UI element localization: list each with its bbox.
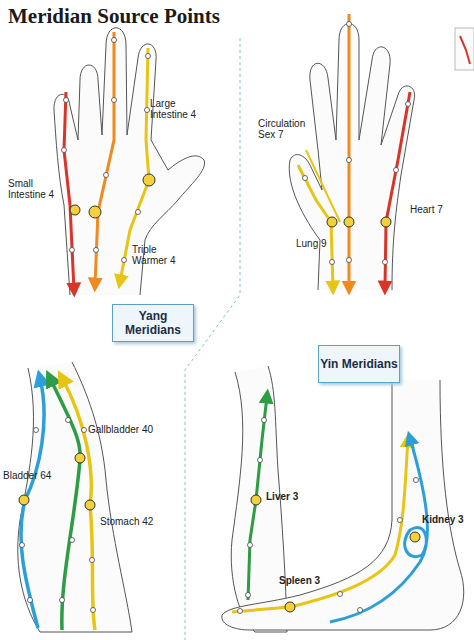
meridian-line bbox=[248, 396, 267, 600]
meridian-line bbox=[64, 92, 74, 290]
meridian-line bbox=[460, 36, 470, 64]
point-label: Circulation Sex 7 bbox=[258, 118, 322, 140]
source-point bbox=[70, 174, 155, 218]
point-label: Bladder 64 bbox=[3, 470, 73, 481]
point-label: Spleen 3 bbox=[279, 575, 339, 586]
meridian-line bbox=[348, 14, 351, 288]
diagram-title: Meridian Source Points bbox=[8, 4, 220, 29]
point-label: Lung 9 bbox=[296, 238, 346, 249]
meridian-line bbox=[298, 165, 333, 288]
point-label: Large Intestine 4 bbox=[150, 98, 208, 120]
meridian-line bbox=[232, 440, 408, 612]
meridian-line bbox=[330, 438, 427, 622]
meridian-line bbox=[62, 378, 95, 630]
point-label: Gallbladder 40 bbox=[88, 424, 168, 435]
title-box: Yang Meridians bbox=[112, 304, 194, 342]
hand-outline bbox=[54, 28, 205, 295]
box-heading: Yang Meridians bbox=[113, 309, 193, 337]
hand-outline bbox=[289, 24, 414, 291]
hand-dorsal bbox=[54, 28, 205, 295]
meridian-line bbox=[95, 32, 114, 285]
acupoint-dots bbox=[62, 38, 151, 263]
hand-palm bbox=[289, 14, 474, 290]
acupoint-dots bbox=[303, 22, 411, 265]
meridian-line bbox=[306, 150, 340, 222]
source-point bbox=[327, 217, 391, 227]
point-label: Triple Warmer 4 bbox=[132, 244, 190, 266]
point-label: Stomach 42 bbox=[100, 516, 170, 527]
acupoint-dots bbox=[246, 418, 267, 598]
meridian-line bbox=[50, 378, 80, 630]
point-label: Small Intestine 4 bbox=[8, 178, 66, 200]
acupoint-dots bbox=[20, 418, 96, 613]
point-label: Kidney 3 bbox=[422, 514, 474, 525]
title-box: Yin Meridians bbox=[318, 345, 400, 383]
source-point bbox=[285, 532, 420, 612]
source-point bbox=[251, 495, 261, 505]
acupoint-dots bbox=[238, 478, 419, 614]
inset-frame bbox=[455, 28, 474, 70]
foot-outline bbox=[18, 362, 132, 632]
point-label: Liver 3 bbox=[266, 491, 326, 502]
foot-side bbox=[222, 380, 464, 630]
box-heading: Yin Meridians bbox=[320, 357, 398, 371]
source-point bbox=[19, 453, 95, 510]
foot-dorsal bbox=[18, 362, 132, 632]
foot-outline bbox=[222, 380, 464, 630]
point-label: Heart 7 bbox=[410, 204, 460, 215]
meridian-line bbox=[385, 92, 410, 288]
